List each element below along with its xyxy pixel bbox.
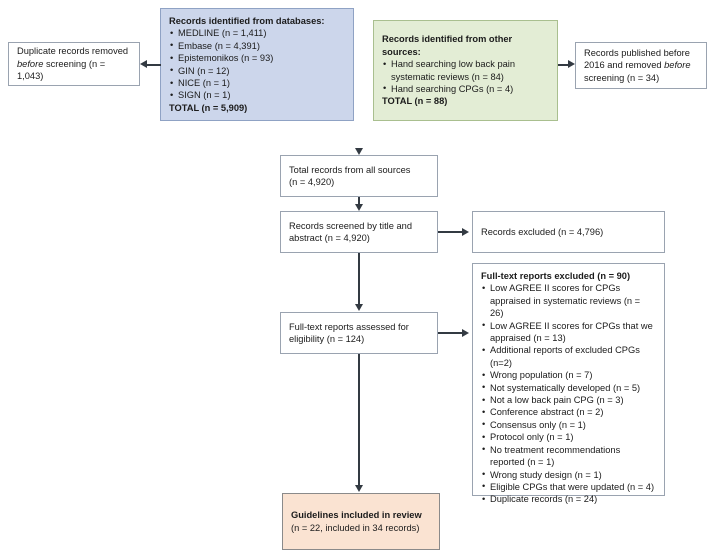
fulltext-excluded-title: Full-text reports excluded (n = 90)	[481, 271, 631, 281]
published-line-2: 2016 and removed before	[584, 59, 698, 71]
list-item: MEDLINE (n = 1,411)	[169, 27, 345, 40]
fulltext-assessed-box: Full-text reports assessed for eligibili…	[280, 312, 438, 354]
records-identified-databases-box: Records identified from databases: MEDLI…	[160, 8, 354, 121]
list-item: Protocol only (n = 1)	[481, 431, 656, 444]
arrow-down-icon-screened	[354, 204, 363, 211]
duplicates-line-2-rest: screening (n = 1,043)	[17, 58, 106, 82]
fulltext-excluded-list: Low AGREE II scores for CPGs appraised i…	[481, 282, 656, 506]
list-item: Not a low back pain CPG (n = 3)	[481, 394, 656, 407]
list-item: Consensus only (n = 1)	[481, 418, 656, 431]
connector-screened-to-fulltext	[358, 253, 360, 304]
duplicates-emphasis: before	[17, 58, 44, 69]
published-line-3: screening (n = 34)	[584, 72, 660, 83]
connector-total-to-screened	[358, 197, 360, 205]
records-excluded-line-1: Records excluded (n = 4,796)	[481, 226, 604, 237]
connector-other-sources-to-published	[558, 64, 570, 66]
list-item: Low AGREE II scores for CPGs that we app…	[481, 319, 656, 345]
duplicate-records-removed-box: Duplicate records removed before screeni…	[8, 42, 140, 86]
list-item: Conference abstract (n = 2)	[481, 406, 656, 419]
total-records-box: Total records from all sources (n = 4,92…	[280, 155, 438, 197]
arrow-right-icon-records-excluded	[462, 227, 469, 236]
other-sources-total: TOTAL (n = 88)	[382, 96, 448, 107]
published-emphasis: before	[664, 60, 691, 71]
fulltext-assessed-line-2: eligibility (n = 124)	[289, 334, 365, 344]
screened-line-1: Records screened by title and	[289, 220, 412, 231]
arrow-left-icon-duplicates	[140, 60, 147, 68]
total-records-line-1: Total records from all sources	[289, 164, 411, 175]
records-identified-other-sources-box: Records identified from other sources: H…	[373, 20, 558, 121]
list-item: Embase (n = 4,391)	[169, 39, 345, 52]
total-records-line-2: (n = 4,920)	[289, 177, 335, 187]
arrow-down-icon-included	[354, 485, 363, 492]
databases-title: Records identified from databases:	[169, 16, 325, 26]
included-title: Guidelines included in review	[291, 510, 422, 521]
duplicates-line-2: before screening (n = 1,043)	[17, 58, 131, 83]
screened-line-2: abstract (n = 4,920)	[289, 233, 370, 243]
records-excluded-box: Records excluded (n = 4,796)	[472, 211, 665, 253]
arrow-down-icon-total-records	[354, 148, 363, 155]
list-item: Eligible CPGs that were updated (n = 4)	[481, 480, 656, 493]
databases-list: MEDLINE (n = 1,411) Embase (n = 4,391) E…	[169, 27, 345, 102]
fulltext-excluded-box: Full-text reports excluded (n = 90) Low …	[472, 263, 665, 506]
records-published-before-2016-box: Records published before 2016 and remove…	[575, 42, 707, 89]
list-item: Wrong study design (n = 1)	[481, 468, 656, 481]
connector-screened-to-excluded	[438, 231, 464, 233]
published-line-2-head: 2016 and removed	[584, 60, 665, 71]
guidelines-included-box: Guidelines included in review (n = 22, i…	[282, 493, 440, 550]
connector-bracket-left-stem	[0, 0, 4, 22]
list-item: Not systematically developed (n = 5)	[481, 381, 656, 394]
list-item: Hand searching CPGs (n = 4)	[382, 82, 549, 95]
records-screened-box: Records screened by title and abstract (…	[280, 211, 438, 253]
other-sources-title: Records identified from other sources:	[382, 34, 513, 57]
list-item: Wrong population (n = 7)	[481, 369, 656, 382]
fulltext-assessed-line-1: Full-text reports assessed for	[289, 321, 409, 332]
list-item: Additional reports of excluded CPGs (n=2…	[481, 344, 656, 369]
arrow-right-icon-published	[568, 60, 575, 68]
arrow-right-icon-fulltext-excluded	[462, 328, 469, 337]
connector-databases-to-duplicates	[147, 64, 161, 66]
included-line-2: (n = 22, included in 34 records)	[291, 522, 420, 533]
list-item: Duplicate records (n = 24)	[481, 493, 656, 506]
connector-fulltext-to-excluded	[438, 332, 464, 334]
list-item: GIN (n = 12)	[169, 64, 345, 77]
list-item: Epistemonikos (n = 93)	[169, 52, 345, 65]
list-item: SIGN (n = 1)	[169, 89, 345, 102]
connector-bracket-right-stem	[0, 22, 4, 44]
arrow-down-icon-fulltext-assessed	[354, 304, 363, 311]
published-line-1: Records published before	[584, 47, 690, 58]
list-item: Low AGREE II scores for CPGs appraised i…	[481, 282, 656, 319]
connector-fulltext-to-included	[358, 354, 360, 486]
duplicates-line-1: Duplicate records removed	[17, 46, 129, 57]
list-item: Hand searching low back pain systematic …	[382, 58, 549, 83]
list-item: No treatment recommendations reported (n…	[481, 443, 656, 469]
connector-bracket-down-stem	[0, 48, 4, 59]
list-item: NICE (n = 1)	[169, 77, 345, 90]
databases-total: TOTAL (n = 5,909)	[169, 102, 248, 113]
other-sources-list: Hand searching low back pain systematic …	[382, 58, 549, 96]
